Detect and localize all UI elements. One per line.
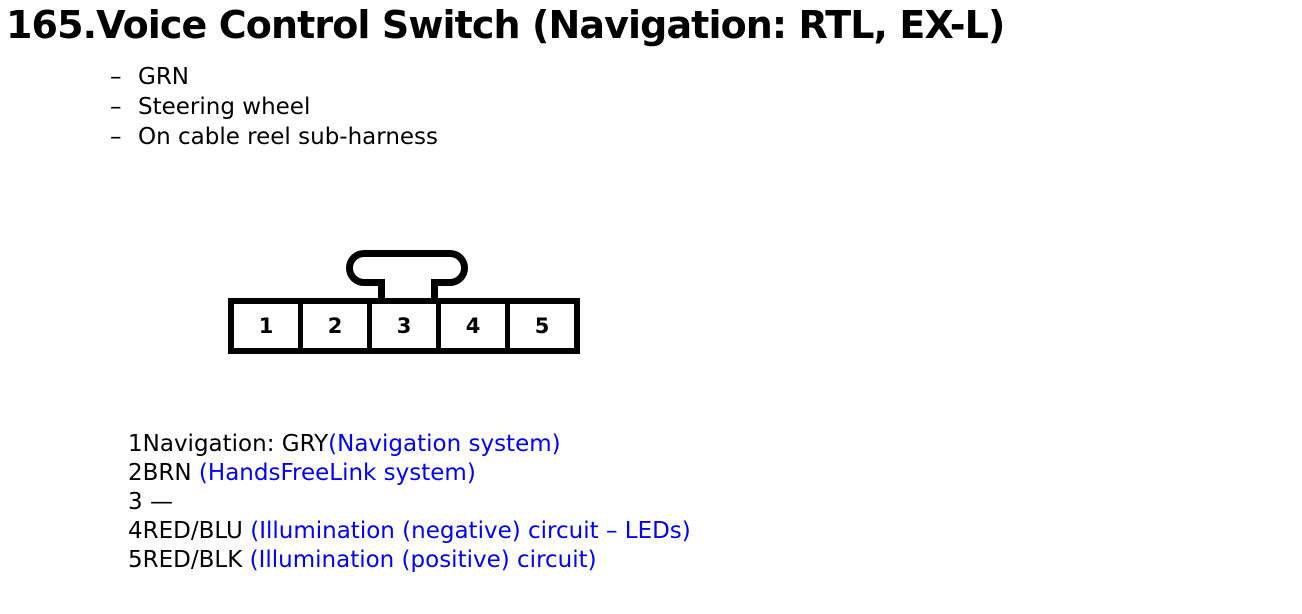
pin-row-number: 3 <box>128 489 143 515</box>
pin-row-1: 1Navigation: GRY(Navigation system) <box>128 430 1228 459</box>
pin-cell-3: 3 <box>372 304 441 348</box>
pin-row-number: 5 <box>128 547 143 573</box>
pin-row-2: 2BRN (HandsFreeLink system) <box>128 459 1228 488</box>
list-item-label: GRN <box>138 64 190 90</box>
pin-row-wire: — <box>142 489 173 515</box>
pin-row-number: 1 <box>128 431 143 457</box>
page-title: 165.Voice Control Switch (Navigation: RT… <box>6 3 1005 47</box>
list-item: –On cable reel sub-harness <box>110 122 810 152</box>
pin-number: 4 <box>465 313 481 338</box>
connector-latch-neck-right <box>431 279 438 304</box>
pin-number: 2 <box>327 313 343 338</box>
bullet-dash: – <box>110 124 122 150</box>
list-item-label: On cable reel sub-harness <box>138 124 439 150</box>
pin-cell-2: 2 <box>303 304 372 348</box>
pin-row-5: 5RED/BLK (Illumination (positive) circui… <box>128 546 1228 575</box>
pin-row-number: 2 <box>128 460 143 486</box>
pin-number: 5 <box>534 313 550 338</box>
pin-row-wire: RED/BLU <box>142 518 251 544</box>
pin-cell-4: 4 <box>441 304 510 348</box>
list-item: –Steering wheel <box>110 92 810 122</box>
pin-row-wire: RED/BLK <box>142 547 250 573</box>
list-item-label: Steering wheel <box>138 94 311 120</box>
pin-row-description: (HandsFreeLink system) <box>198 460 476 486</box>
pin-row-3: 3 — <box>128 488 1228 517</box>
bullet-dash: – <box>110 64 122 90</box>
bullet-dash: – <box>110 94 122 120</box>
notes-list: –GRN –Steering wheel –On cable reel sub-… <box>110 62 810 152</box>
pin-number: 1 <box>258 313 274 338</box>
pin-row-description: (Illumination (positive) circuit) <box>249 547 597 573</box>
pin-number: 3 <box>396 313 412 338</box>
pin-row-wire: BRN <box>142 460 199 486</box>
list-item: –GRN <box>110 62 810 92</box>
connector-latch-gap <box>385 279 431 288</box>
pin-row-description: (Illumination (negative) circuit – LEDs) <box>250 518 691 544</box>
pin-cell-1: 1 <box>234 304 303 348</box>
pin-row-4: 4RED/BLU (Illumination (negative) circui… <box>128 517 1228 546</box>
pin-cell-5: 5 <box>510 304 574 348</box>
pin-row-wire: Navigation: GRY <box>142 431 329 457</box>
connector-body: 1 2 3 4 5 <box>228 298 580 354</box>
connector-latch-neck-left <box>378 279 385 304</box>
connector-diagram: 1 2 3 4 5 <box>228 250 588 360</box>
pin-row-number: 4 <box>128 518 143 544</box>
pin-row-description: (Navigation system) <box>328 431 561 457</box>
pin-description-list: 1Navigation: GRY(Navigation system) 2BRN… <box>128 430 1228 575</box>
